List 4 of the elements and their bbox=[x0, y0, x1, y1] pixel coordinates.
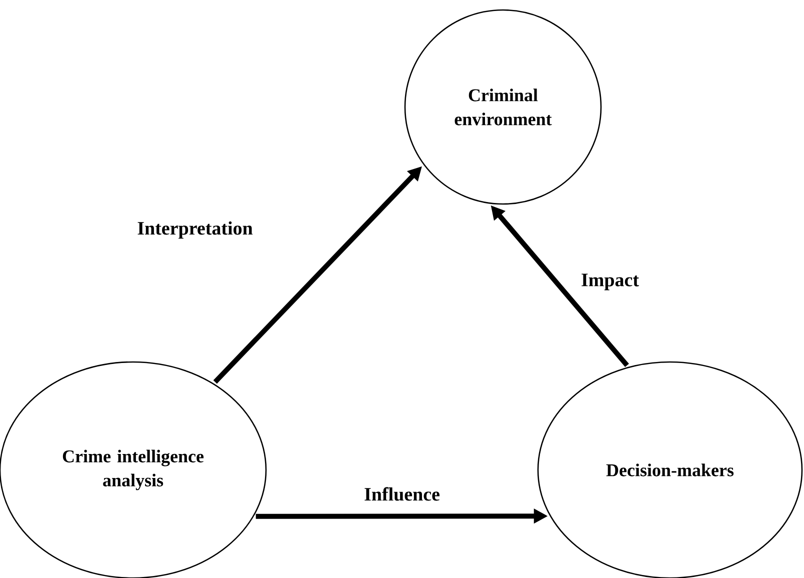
edge-label: Interpretation bbox=[135, 219, 255, 241]
edge-label: Influence bbox=[362, 485, 442, 503]
edge-label: Impact bbox=[578, 272, 642, 292]
ellipse-node: Criminal environment bbox=[404, 9, 602, 205]
